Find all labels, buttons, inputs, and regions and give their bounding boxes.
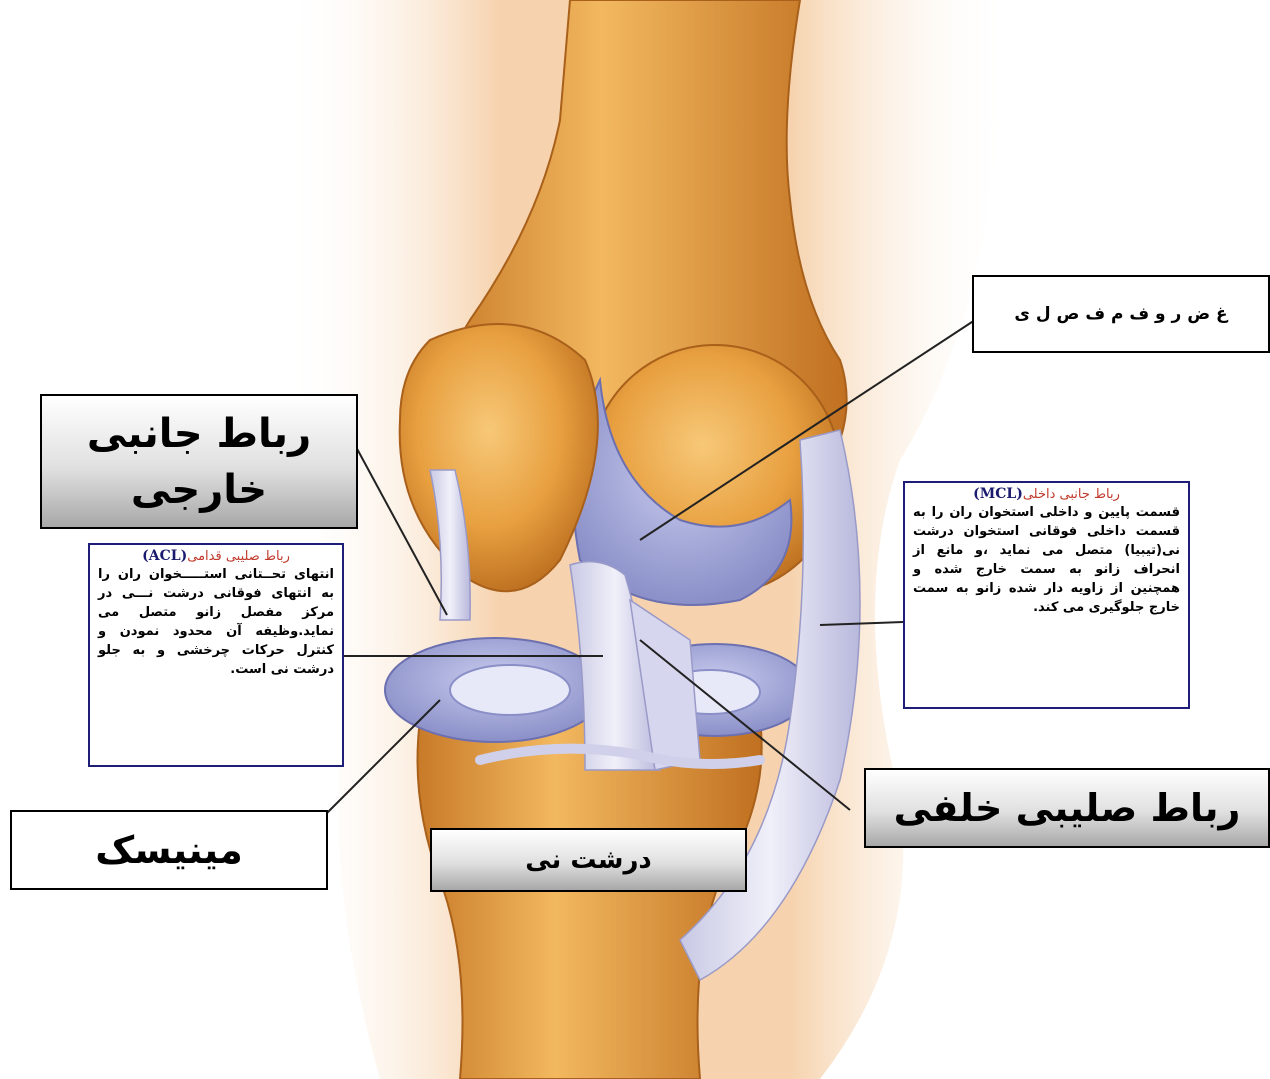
acl-info-title: رباط صلیبی قدامی(ACL) (98, 548, 334, 565)
mcl-title-abbr: (MCL) (973, 486, 1023, 502)
acl-title-abbr: (ACL) (142, 548, 187, 564)
label-meniscus: مینیسک (10, 810, 328, 890)
label-articular-cartilage-text: غ ض ر و ف م ف ص ل ی (1014, 304, 1227, 324)
mcl-info-text: قسمت پایین و داخلی استخوان ران را به قسم… (913, 503, 1180, 617)
label-posterior-cruciate-ligament: رباط صلیبی خلفی (864, 768, 1270, 848)
acl-info-text: انتهای تحــتانی استـــــخوان ران را به ا… (98, 565, 334, 679)
label-posterior-cruciate-ligament-text: رباط صلیبی خلفی (894, 786, 1241, 830)
label-tibia: درشت نی (430, 828, 747, 892)
label-lateral-collateral-ligament: رباط جانبی خارجی (40, 394, 358, 529)
label-tibia-text: درشت نی (525, 845, 652, 875)
acl-title-text: رباط صلیبی قدامی (187, 549, 290, 564)
label-meniscus-text: مینیسک (95, 828, 243, 872)
mcl-info-box: رباط جانبی داخلی(MCL) قسمت پایین و داخلی… (903, 481, 1190, 709)
meniscus-lateral-inner (450, 665, 570, 715)
label-articular-cartilage: غ ض ر و ف م ف ص ل ی (972, 275, 1270, 353)
label-lateral-collateral-ligament-text: رباط جانبی خارجی (62, 406, 336, 518)
mcl-title-text: رباط جانبی داخلی (1023, 487, 1120, 502)
acl-info-box: رباط صلیبی قدامی(ACL) انتهای تحــتانی اس… (88, 543, 344, 767)
mcl-info-title: رباط جانبی داخلی(MCL) (913, 486, 1180, 503)
